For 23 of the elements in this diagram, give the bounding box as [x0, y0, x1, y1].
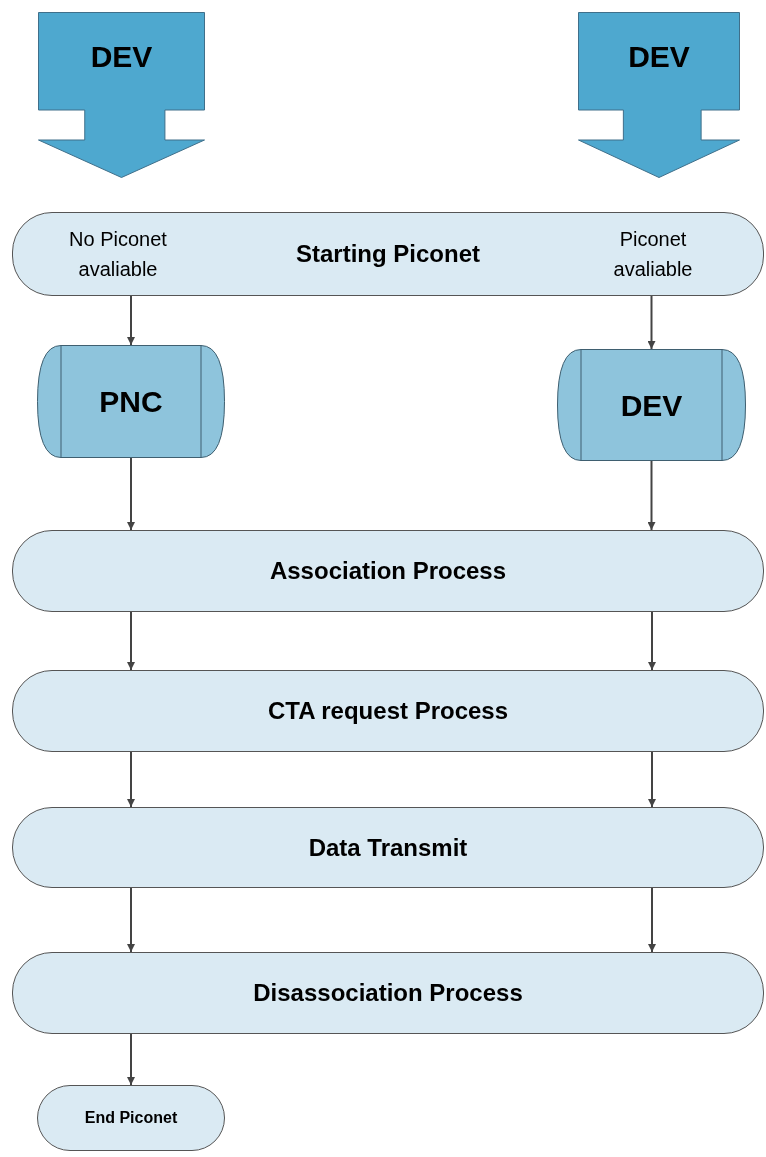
- node-label: DEV: [620, 387, 683, 424]
- band-title: Data Transmit: [308, 832, 468, 863]
- arrow: [127, 1033, 135, 1086]
- arrow: [127, 611, 135, 671]
- band-title: Disassociation Process: [253, 978, 523, 1008]
- arrow: [127, 457, 135, 531]
- arrow: [648, 611, 656, 671]
- arrow: [127, 887, 135, 953]
- band-title: End Piconet: [84, 1108, 178, 1128]
- arrow: [648, 751, 656, 808]
- arrow: [127, 295, 135, 346]
- band-title: Starting Piconet: [296, 239, 480, 269]
- arrow-label: DEV: [90, 39, 153, 75]
- arrow-label: DEV: [628, 39, 690, 75]
- branch-note: No Piconet avaliable: [68, 227, 168, 282]
- band-title: CTA request Process: [267, 696, 509, 726]
- band-title: Association Process: [269, 556, 507, 586]
- arrow: [647, 295, 656, 350]
- arrow: [127, 751, 135, 808]
- arrow: [647, 460, 656, 531]
- branch-note: Piconet avaliable: [612, 227, 694, 282]
- node-label: PNC: [99, 384, 163, 420]
- arrow: [648, 887, 656, 953]
